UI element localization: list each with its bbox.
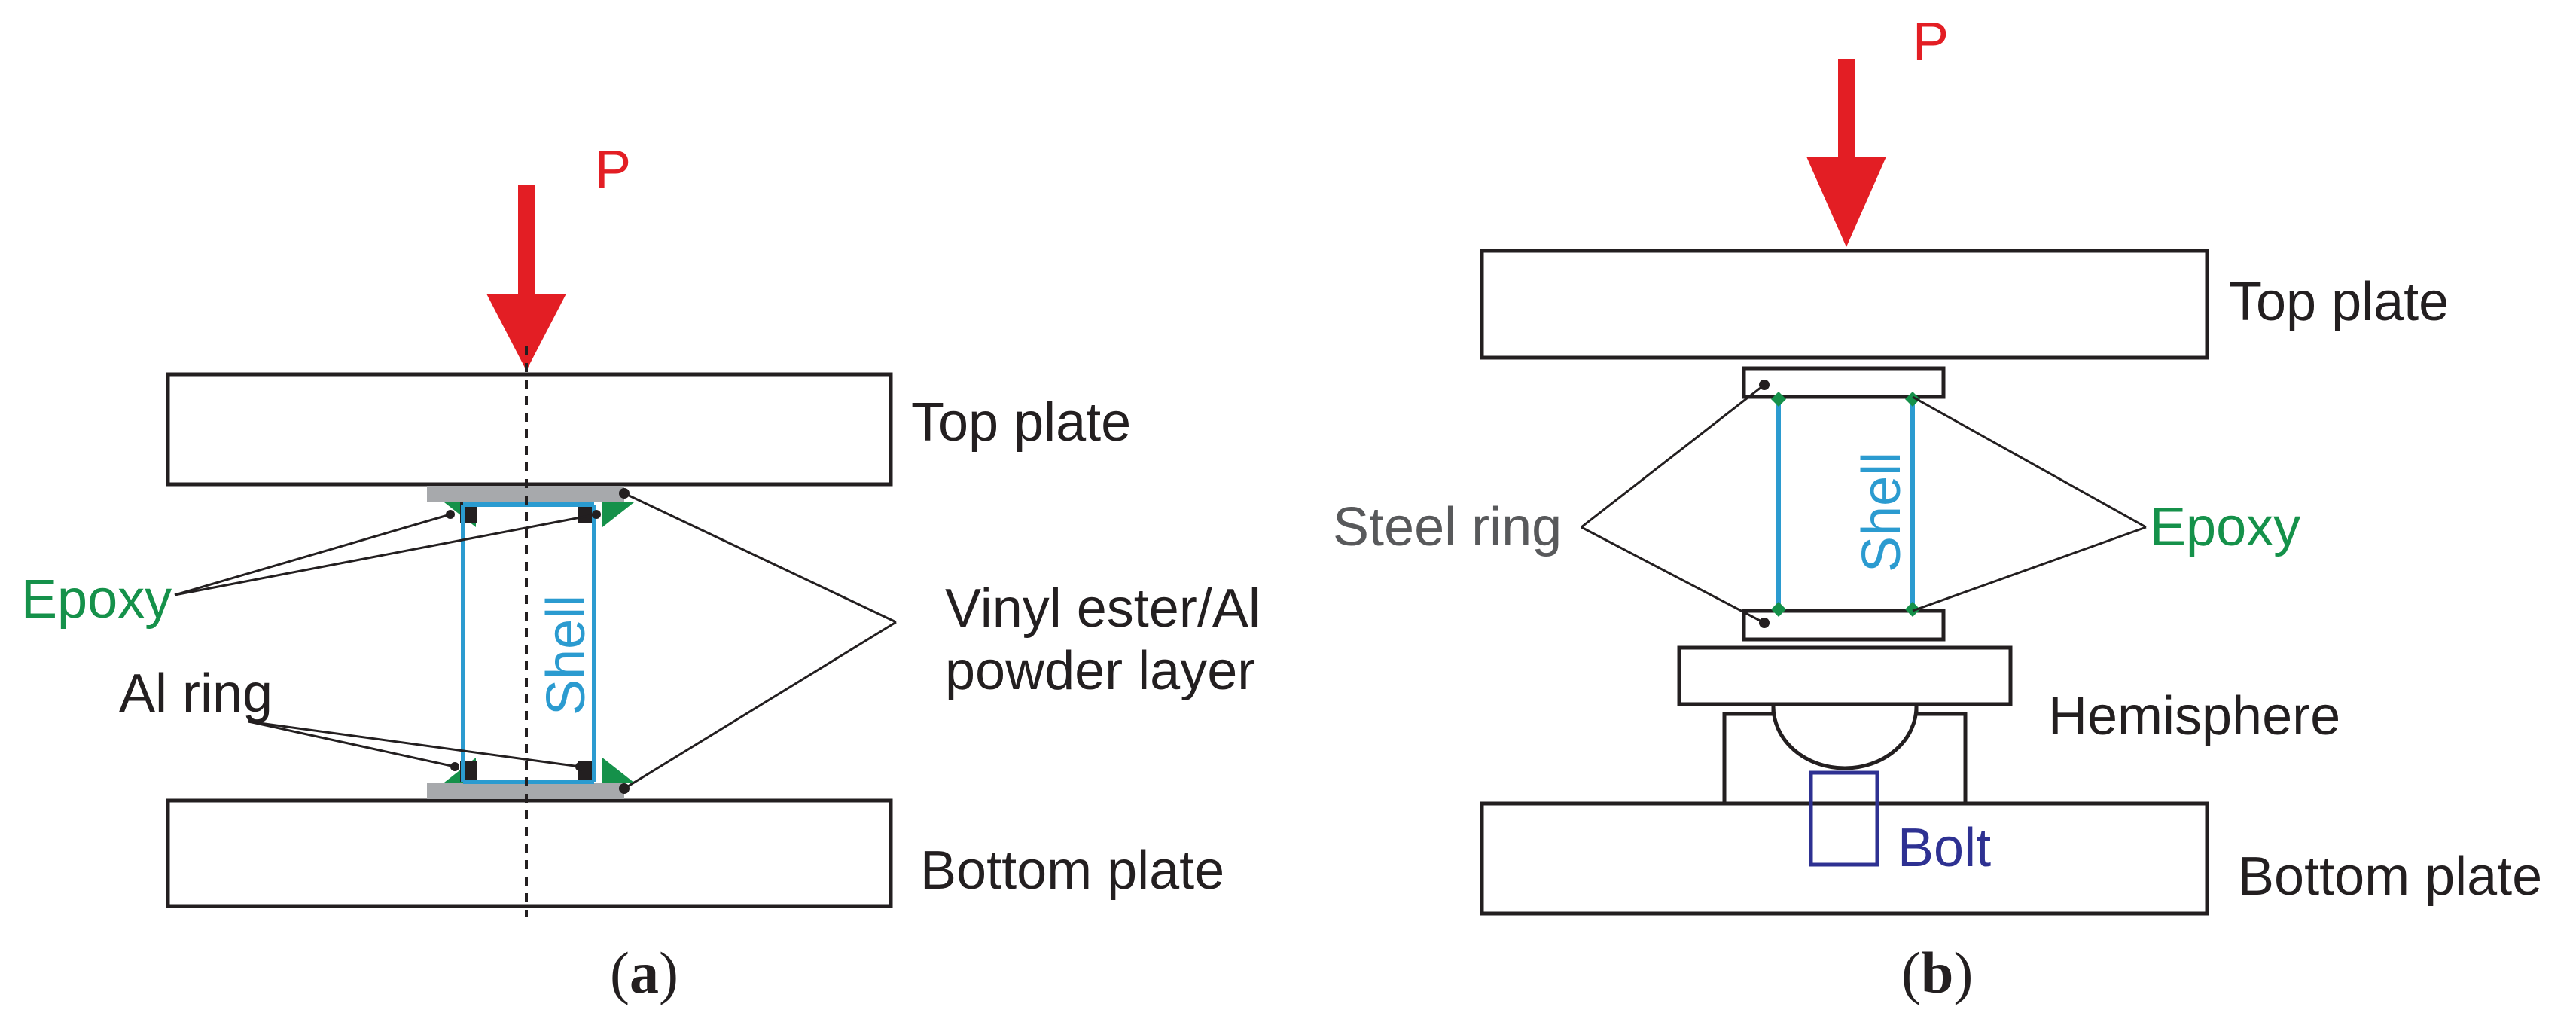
top-plate-label-a: Top plate [911, 392, 1131, 453]
load-arrow-a [486, 185, 566, 371]
al-ring-label-a: Al ring [119, 664, 273, 724]
shell-b [1776, 397, 1915, 611]
steel-ring-label-b: Steel ring [1333, 497, 1562, 557]
bottom-plate-label-a: Bottom plate [920, 841, 1224, 901]
caption-a: (a) [610, 940, 678, 1005]
bolt-b [1809, 770, 1879, 867]
top-plate-a [166, 372, 893, 487]
shell-label-a: Shell [536, 595, 596, 715]
top-plate-label-b: Top plate [2229, 272, 2449, 332]
bottom-plate-label-b: Bottom plate [2238, 847, 2542, 907]
epoxy-label-b: Epoxy [2150, 497, 2300, 557]
panel-b: P Top plate Shell [1333, 12, 2542, 1005]
layer-label-line1-a: Vinyl ester/Al [945, 578, 1261, 639]
panel-a: P Top plate Bottom plate [21, 140, 1261, 1005]
leader-lines-a [174, 492, 897, 790]
layer-label-line2-a: powder layer [945, 641, 1255, 701]
caption-b: (b) [1901, 940, 1973, 1005]
hemisphere-label-b: Hemisphere [2048, 686, 2340, 746]
steel-ring-top-b [1742, 366, 1946, 399]
epoxy-label-a: Epoxy [21, 569, 172, 630]
bottom-plate-b [1480, 801, 2209, 916]
hemisphere-cap-b [1677, 645, 2013, 706]
steel-ring-bottom-b [1742, 609, 1946, 642]
bottom-plate-a [166, 798, 893, 908]
shell-a [461, 502, 596, 784]
load-label-a: P [595, 140, 631, 200]
load-label-b: P [1913, 12, 1949, 72]
epoxy-markers-b [1771, 392, 1920, 617]
load-arrow-b [1806, 59, 1886, 247]
powder-layer-bottom-a [427, 783, 624, 799]
bolt-label-b: Bolt [1898, 818, 1991, 878]
leader-dots-b [1759, 380, 1770, 628]
shell-label-b: Shell [1852, 452, 1912, 572]
leader-lines-b [1581, 383, 2147, 624]
leader-dots-a [446, 488, 630, 794]
powder-layer-top-a [427, 486, 624, 502]
top-plate-b [1480, 249, 2209, 360]
hemisphere-seat-b [1722, 706, 1968, 804]
